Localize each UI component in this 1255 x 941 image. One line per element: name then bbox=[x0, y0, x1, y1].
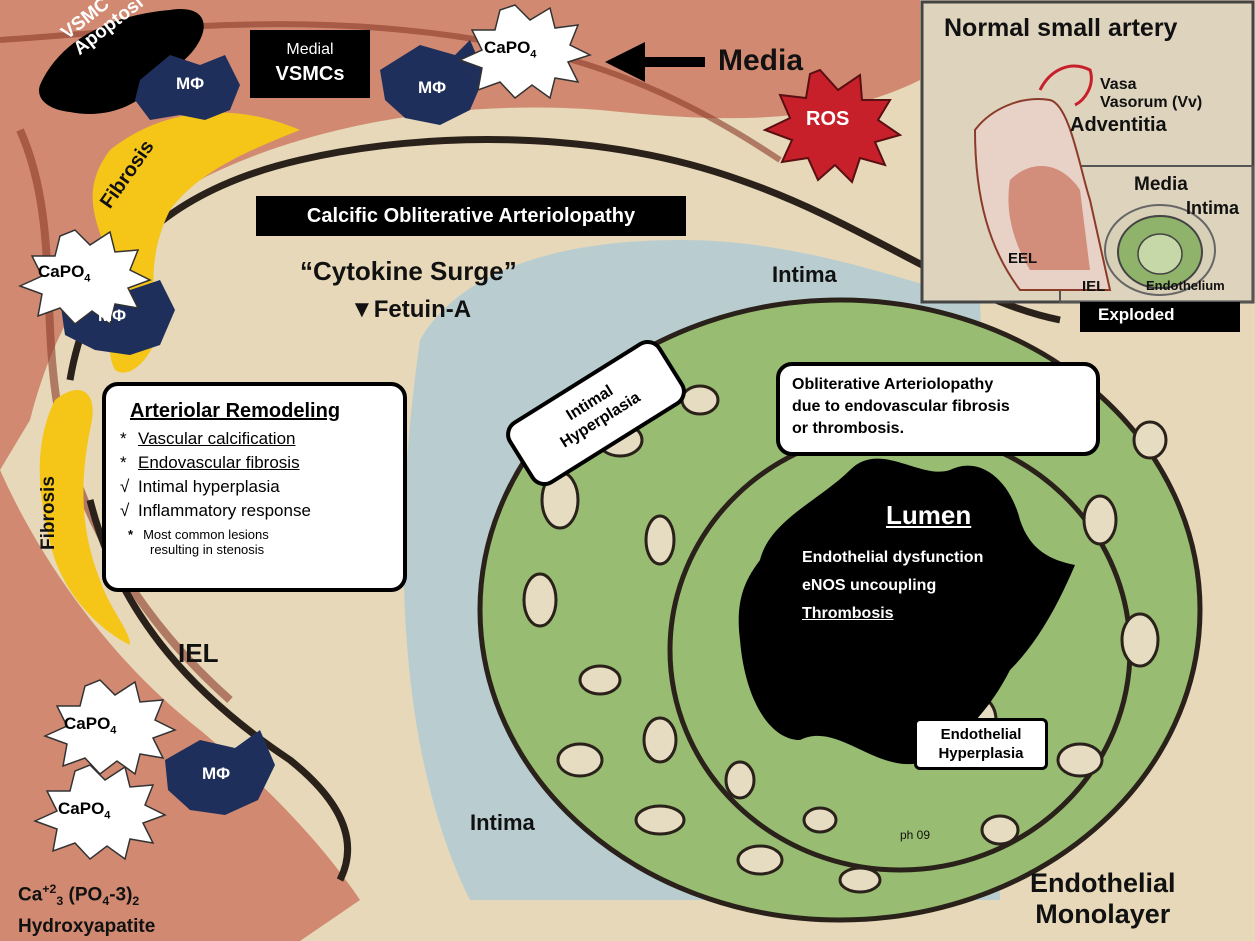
media-arrow-head bbox=[605, 42, 645, 82]
remodeling-list: * Vascular calcification * Endovascular fib… bbox=[120, 427, 393, 523]
remodeling-item-text: Endovascular fibrosis bbox=[138, 453, 300, 472]
macrophage-shapes bbox=[60, 40, 485, 815]
obliterative-box: Obliterative Arteriolopathy due to endov… bbox=[776, 362, 1100, 456]
ros-label: ROS bbox=[806, 108, 850, 130]
capo4-label: CaPO4 bbox=[484, 38, 537, 61]
ph-credit: ph 09 bbox=[900, 828, 931, 842]
medial-vsmcs-box: Medial VSMCs bbox=[250, 30, 370, 98]
capo4-label: CaPO4 bbox=[64, 714, 117, 737]
endothelial-hyperplasia-box: Endothelial Hyperplasia bbox=[914, 718, 1048, 770]
inset-iel-label: IEL bbox=[1082, 278, 1106, 295]
medial-vsmcs-line2: VSMCs bbox=[275, 63, 345, 85]
inset-ring-lumen bbox=[1137, 233, 1183, 275]
medial-vsmcs-line1: Medial bbox=[286, 41, 334, 58]
capo4-starbursts bbox=[18, 4, 592, 861]
inset-intima-label: Intima bbox=[1186, 198, 1240, 218]
remodeling-item: * Vascular calcification bbox=[120, 427, 393, 451]
arteriolar-remodeling-box: Arteriolar Remodeling * Vascular calcific… bbox=[102, 382, 407, 592]
endothelial-disc-outline bbox=[477, 297, 1203, 923]
lumen-title: Lumen bbox=[886, 500, 972, 530]
inset-exploded-label: Exploded bbox=[1098, 305, 1175, 324]
remodeling-footnote: *Most common lesions resulting in stenos… bbox=[128, 527, 269, 557]
macrophage-label: MΦ bbox=[176, 74, 205, 93]
remodeling-item-text: Vascular calcification bbox=[138, 429, 296, 448]
remodeling-item-bullet: * bbox=[120, 429, 127, 448]
calcific-title-box: Calcific Obliterative Arteriolopathy bbox=[256, 196, 686, 236]
fetuin-label: ▼Fetuin-A bbox=[350, 296, 472, 323]
fibrosis-label-lower: Fibrosis bbox=[38, 476, 59, 550]
cytokine-surge-label: “Cytokine Surge” bbox=[300, 256, 517, 286]
capo4-label: CaPO4 bbox=[38, 262, 91, 285]
remodeling-item: √ Intimal hyperplasia bbox=[120, 475, 393, 499]
inset-adventitia-label: Adventitia bbox=[1070, 114, 1167, 136]
remodeling-item-bullet: * bbox=[120, 453, 127, 472]
inset-vasa-label: Vasa Vasorum (Vv) bbox=[1100, 76, 1203, 111]
capo4-label: CaPO4 bbox=[58, 799, 111, 822]
iel-label: IEL bbox=[178, 638, 219, 668]
ros-star bbox=[762, 68, 903, 184]
inset-endothelium-label: Endothelium bbox=[1146, 278, 1225, 293]
inset-title: Normal small artery bbox=[944, 14, 1178, 42]
remodeling-item-bullet: √ bbox=[120, 477, 130, 496]
lumen-shape bbox=[738, 458, 1075, 765]
inset-artery-media bbox=[1008, 166, 1090, 270]
remodeling-item-text: Intimal hyperplasia bbox=[138, 477, 280, 496]
fibrosis-shape-lower bbox=[39, 390, 130, 645]
endothelial-monolayer-label: Endothelial Monolayer bbox=[1030, 868, 1176, 929]
remodeling-item: √ Inflammatory response bbox=[120, 499, 393, 523]
remodeling-title: Arteriolar Remodeling bbox=[130, 400, 341, 422]
inset-eel-label: EEL bbox=[1008, 250, 1038, 267]
vsmc-apoptosis-blob bbox=[39, 9, 204, 114]
exploded-label-bg bbox=[1080, 302, 1240, 332]
remodeling-item-bullet: √ bbox=[120, 501, 130, 520]
inset-media-label: Media bbox=[1134, 174, 1188, 195]
intima-label-upper: Intima bbox=[772, 262, 837, 287]
macrophage-label: MΦ bbox=[418, 78, 447, 97]
intima-label-lower: Intima bbox=[470, 810, 535, 835]
media-label: Media bbox=[718, 44, 804, 77]
remodeling-item: * Endovascular fibrosis bbox=[120, 451, 393, 475]
macrophage-label: MΦ bbox=[202, 764, 231, 783]
hydroxyapatite-formula: Ca+23 (PO4-3)2 Hydroxyapatite bbox=[18, 882, 156, 938]
macrophage-label: MΦ bbox=[98, 306, 127, 325]
lumen-details: Endothelial dysfunction eNOS uncoupling … bbox=[802, 549, 984, 622]
remodeling-item-text: Inflammatory response bbox=[138, 501, 311, 520]
inset-vasa-vessel bbox=[1038, 64, 1093, 107]
